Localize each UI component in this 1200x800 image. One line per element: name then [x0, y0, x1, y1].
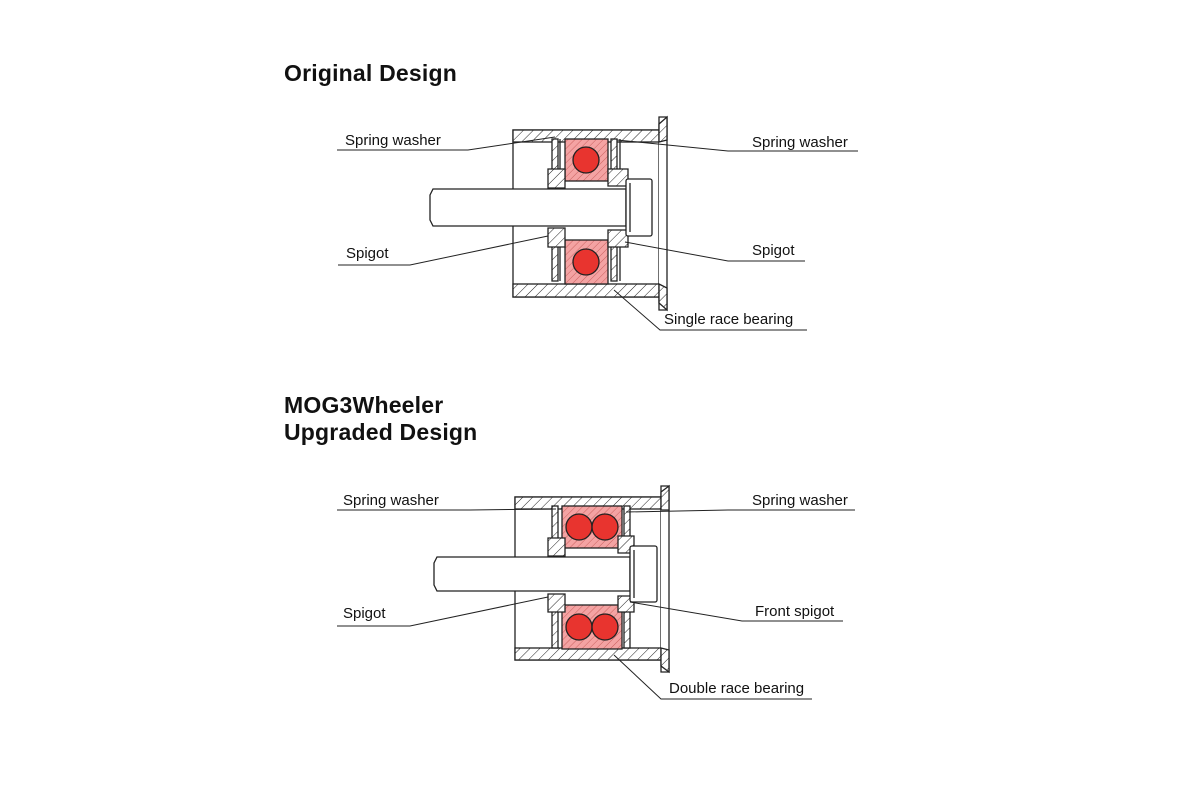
- orig-leader-lines: [337, 136, 858, 331]
- upg-spring-washer-left-label: Spring washer: [343, 492, 439, 509]
- upg-shaft: [433, 556, 631, 592]
- upg-leader-lines: [337, 508, 855, 700]
- upgraded-design-title-line1: MOG3Wheeler: [284, 392, 444, 418]
- upg-front-spigot-label: Front spigot: [755, 603, 835, 620]
- orig-lower-ball: [572, 248, 600, 276]
- upg-upper-ball-2: [591, 513, 619, 541]
- orig-spigot-right-label: Spigot: [752, 242, 795, 259]
- original-design-title: Original Design: [284, 60, 457, 86]
- orig-bearing-label: Single race bearing: [664, 311, 794, 328]
- upg-spring-washer-right-label: Spring washer: [752, 492, 848, 509]
- orig-spring-washer-right-label: Spring washer: [752, 134, 848, 151]
- orig-bolt-head: [625, 178, 653, 237]
- orig-housing-bottom-wall: [512, 283, 660, 298]
- upg-housing-bottom-wall: [514, 647, 662, 661]
- orig-upper-ball: [572, 146, 600, 174]
- upgraded-assembly: [433, 484, 670, 674]
- upg-flange: [660, 485, 670, 673]
- upg-bearing-label: Double race bearing: [669, 680, 805, 697]
- upgraded-design-title-line2: Upgraded Design: [284, 419, 478, 445]
- upg-lower-ball-1: [565, 613, 593, 641]
- orig-spring-washer-left-label: Spring washer: [345, 132, 441, 149]
- upg-lower-ball-2: [591, 613, 619, 641]
- orig-spigot-left-label: Spigot: [346, 245, 389, 262]
- orig-shaft: [429, 188, 627, 227]
- upg-spigot-left-label: Spigot: [343, 605, 386, 622]
- orig-flange: [658, 116, 668, 311]
- upg-bolt-head: [629, 545, 658, 603]
- original-assembly: [429, 115, 668, 312]
- upg-upper-ball-1: [565, 513, 593, 541]
